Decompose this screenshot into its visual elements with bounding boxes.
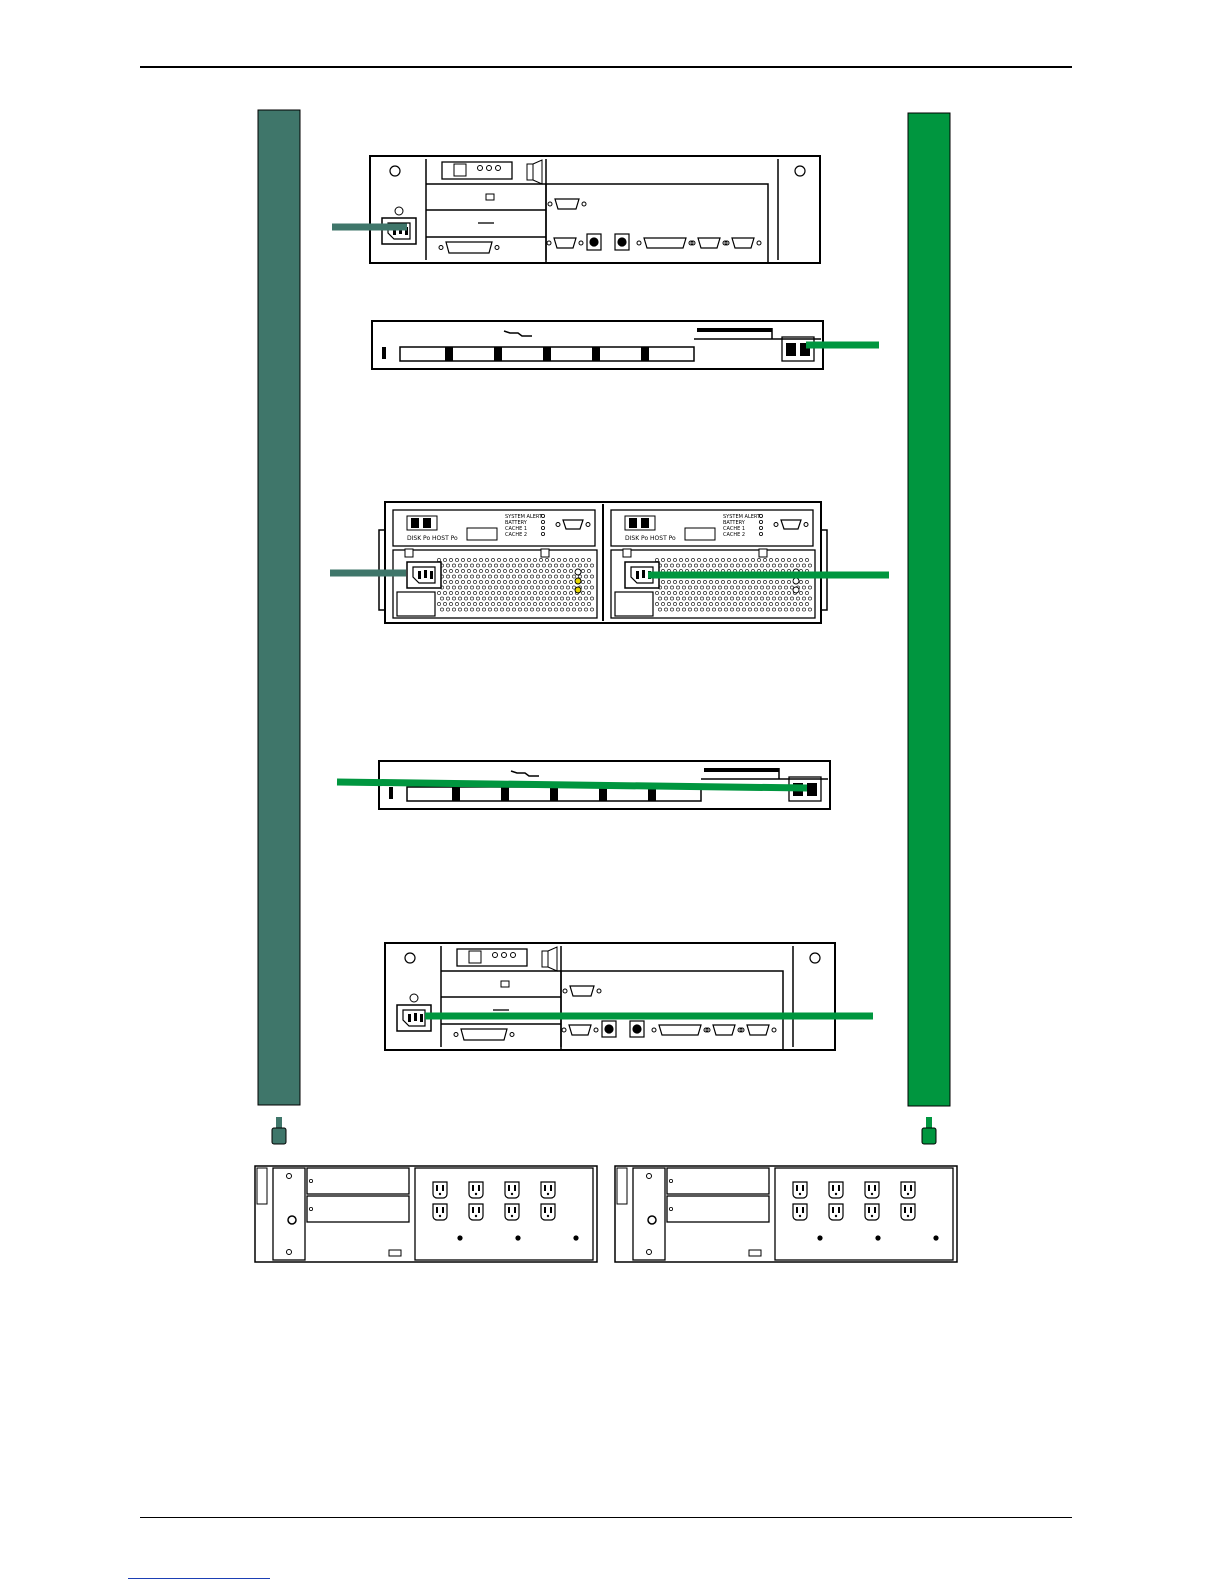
ups-outlet-icon <box>469 1204 483 1220</box>
ups-outlet-icon <box>865 1204 879 1220</box>
ups-right <box>615 1166 957 1262</box>
ups-outlet-icon <box>829 1182 843 1198</box>
dsub-connector-icon <box>439 242 499 253</box>
controller-port-label: DISK Po HOST Po <box>625 535 676 542</box>
dsub-connector-icon <box>547 238 583 248</box>
dsub-connector-icon <box>556 520 590 529</box>
dsub-connector-icon <box>691 238 727 248</box>
switch-upper <box>372 321 823 369</box>
controller-status-label: CACHE 2 <box>723 532 745 538</box>
ups-outlet-icon <box>433 1204 447 1220</box>
dsub-connector-icon <box>562 1025 598 1035</box>
ups-outlet-icon <box>505 1204 519 1220</box>
ups-outlet-icon <box>865 1182 879 1198</box>
dsub-connector-icon <box>548 199 586 209</box>
ups-outlet-icon <box>829 1204 843 1220</box>
dsub-connector-icon <box>637 238 693 248</box>
ups-outlet-icon <box>901 1204 915 1220</box>
controller-status-label: CACHE 2 <box>505 532 527 538</box>
iec-power-inlet-icon <box>382 218 416 244</box>
dsub-connector-icon <box>454 1029 514 1040</box>
ups-outlet-icon <box>793 1182 807 1198</box>
server-top <box>370 156 820 263</box>
pdu-b-strip <box>908 113 950 1106</box>
ups-outlet-icon <box>793 1204 807 1220</box>
dsub-connector-icon <box>774 520 808 529</box>
ups-left <box>255 1166 597 1262</box>
pdu-b-plug-icon <box>922 1117 936 1144</box>
ups-outlet-icon <box>901 1182 915 1198</box>
controller-port-label: DISK Po HOST Po <box>407 535 458 542</box>
dsub-connector-icon <box>706 1025 742 1035</box>
ups-outlet-icon <box>541 1182 555 1198</box>
server-bottom <box>385 943 835 1050</box>
pdu-a-strip <box>258 110 300 1105</box>
psu-power-inlet-icon <box>407 562 441 588</box>
ups-outlet-icon <box>433 1182 447 1198</box>
ups-outlet-icon <box>469 1182 483 1198</box>
ups-outlet-icon <box>505 1182 519 1198</box>
power-supply-2 <box>611 549 815 618</box>
power-supply-1 <box>393 549 597 618</box>
dsub-connector-icon <box>652 1025 708 1035</box>
dsub-connector-icon <box>563 986 601 996</box>
dsub-connector-icon <box>725 238 761 248</box>
dsub-connector-icon <box>740 1025 776 1035</box>
pdu-a-plug-icon <box>272 1117 286 1144</box>
ups-outlet-icon <box>541 1204 555 1220</box>
